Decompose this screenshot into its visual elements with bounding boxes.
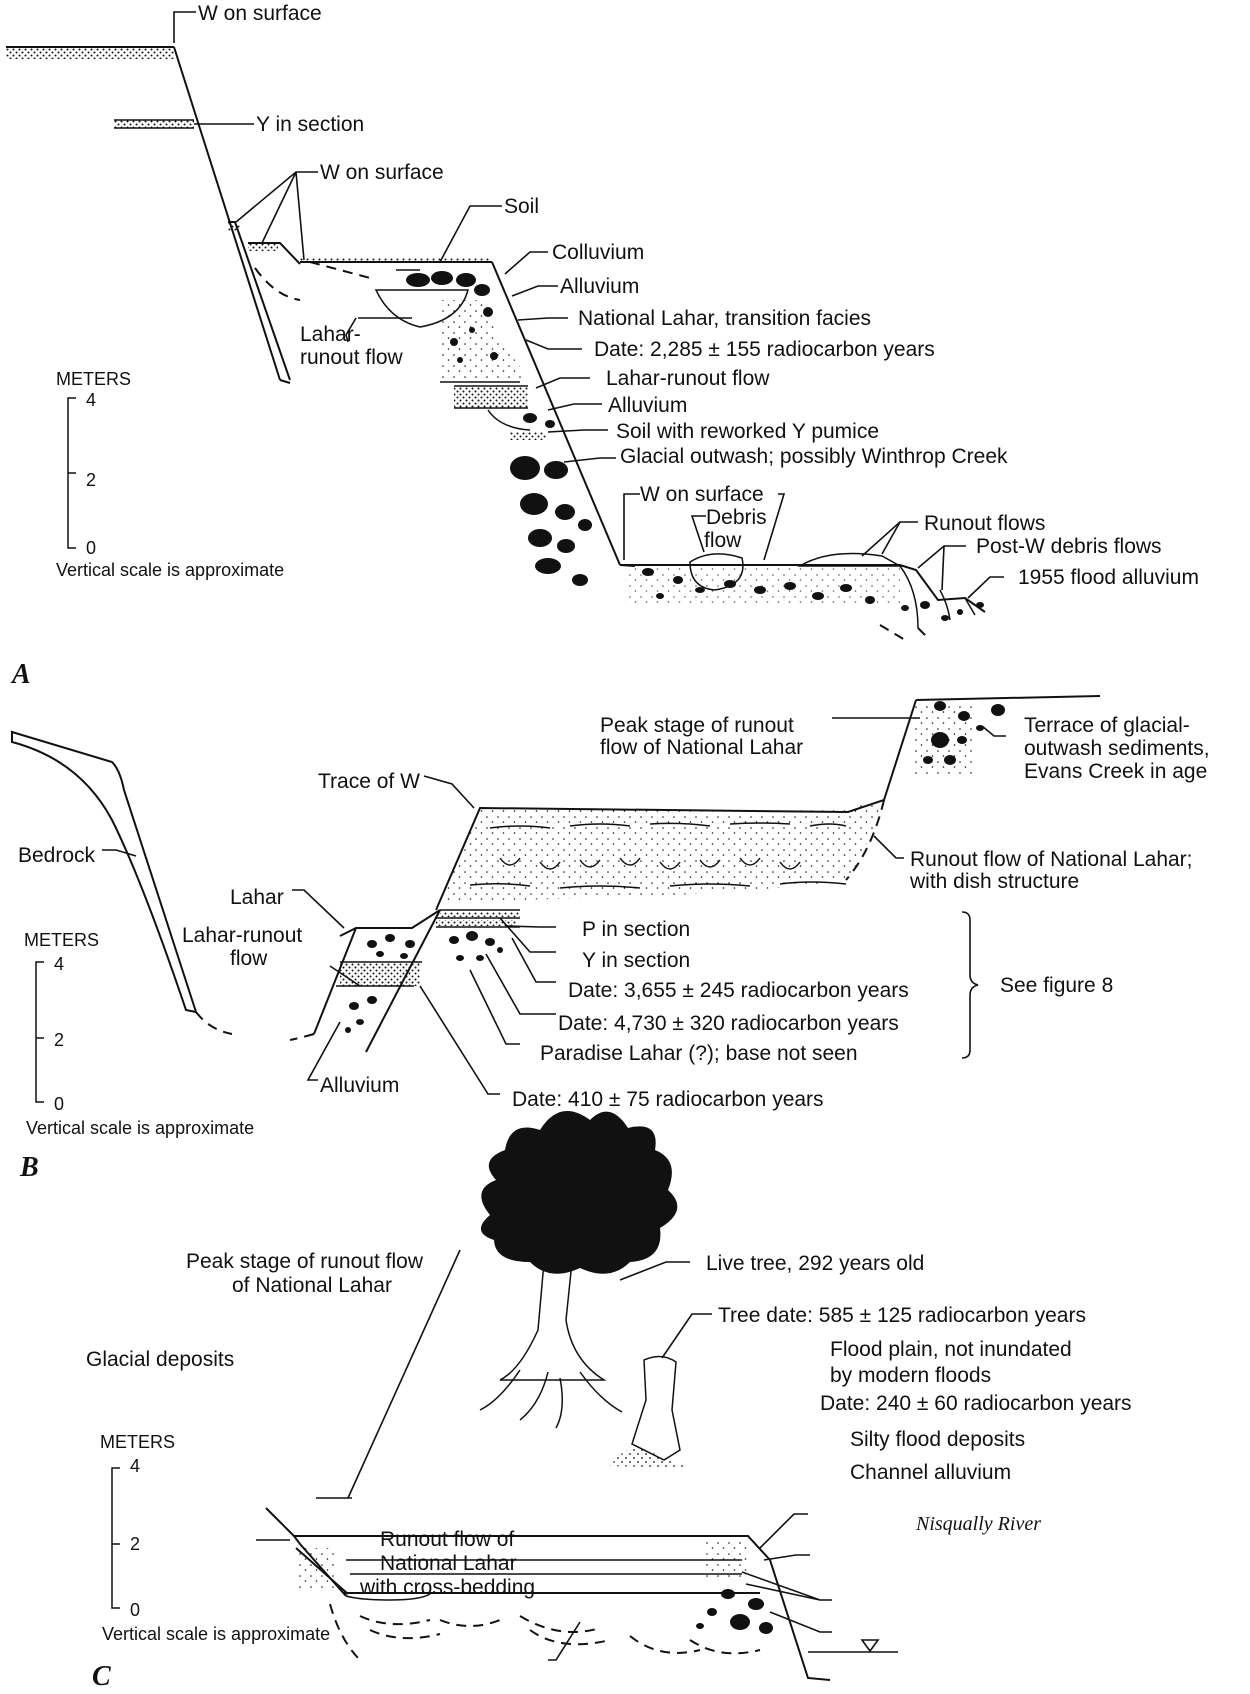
label-panels-0-labels-national-lahar-transition: National Lahar, transition facies: [578, 307, 871, 330]
label-panels-1-labels-paradise: Paradise Lahar (?); base not seen: [540, 1042, 858, 1065]
label-panels-0-labels-runout-flows: Runout flows: [924, 512, 1045, 535]
label-panels-2-labels-peak-stage-2: of National Lahar: [232, 1274, 392, 1297]
label-panels-2-scale-ticks-0: 4: [130, 1456, 140, 1476]
label-panels-1-labels-runout-dish-2: with dish structure: [909, 870, 1079, 893]
label-panels-1-labels-peak-stage-2: flow of National Lahar: [600, 736, 803, 759]
cross-bedding: [359, 1615, 761, 1655]
label-panels-2-scale-note: Vertical scale is approximate: [102, 1624, 330, 1644]
flood-plain-profile: [294, 1535, 831, 1681]
label-panels-2-labels-flood-plain-2: by modern floods: [830, 1364, 991, 1387]
label-panels-0-labels-debris-flow-2: flow: [704, 529, 742, 552]
label-panels-1-labels-lahar: Lahar: [230, 886, 284, 909]
label-panels-0-labels-date-2285: Date: 2,285 ± 155 radiocarbon years: [594, 338, 935, 361]
label-panels-0-labels-w-surface-top: W on surface: [198, 2, 322, 25]
label-panels-1-labels-terrace-2: outwash sediments,: [1024, 737, 1210, 760]
label-panels-0-labels-lahar-runout-left-1: Lahar-: [300, 323, 361, 346]
label-panels-1-labels-runout-dish-1: Runout flow of National Lahar;: [910, 848, 1193, 871]
label-panels-1-scale-ticks-1: 2: [54, 1030, 64, 1050]
label-panels-0-labels-alluvium1: Alluvium: [560, 275, 639, 298]
label-panels-0-letter: A: [10, 659, 31, 690]
label-panels-2-labels-tree-date: Tree date: 585 ± 125 radiocarbon years: [718, 1304, 1086, 1327]
label-panels-2-scale-title: METERS: [100, 1432, 175, 1452]
label-panels-2-labels-runout-cross-2: National Lahar: [380, 1552, 517, 1575]
label-panels-1-letter: B: [19, 1152, 39, 1183]
label-panels-0-labels-colluvium: Colluvium: [552, 241, 644, 264]
label-panels-0-scale-title: METERS: [56, 369, 131, 389]
label-panels-2-labels-flood-plain-1: Flood plain, not inundated: [830, 1338, 1072, 1361]
label-panels-2-labels-river: Nisqually River: [915, 1513, 1041, 1535]
label-panels-1-labels-y-section: Y in section: [582, 949, 690, 972]
label-panels-1-labels-see-fig: See figure 8: [1000, 974, 1113, 997]
label-panels-1-labels-trace-w: Trace of W: [318, 770, 420, 793]
label-panels-0-labels-soil: Soil: [504, 195, 539, 218]
panel-a: [6, 11, 1004, 641]
label-panels-2-labels-live-tree: Live tree, 292 years old: [706, 1252, 924, 1275]
label-panels-1-labels-p-section: P in section: [582, 918, 690, 941]
scale-a: [67, 397, 76, 549]
label-panels-2-labels-runout-cross-1: Runout flow of: [380, 1528, 514, 1551]
label-panels-2-labels-date-240: Date: 240 ± 60 radiocarbon years: [820, 1392, 1132, 1415]
label-panels-2-labels-runout-cross-3: with cross-bedding: [359, 1576, 535, 1599]
bedrock-wedge: [11, 730, 198, 1014]
label-panels-1-scale-ticks-0: 4: [54, 954, 64, 974]
label-panels-2-labels-glacial-deposits: Glacial deposits: [86, 1348, 234, 1371]
label-panels-0-labels-w-surface-low: W on surface: [640, 483, 764, 506]
label-panels-2-labels-peak-stage-1: Peak stage of runout flow: [186, 1250, 424, 1273]
label-panels-1-scale-title: METERS: [24, 930, 99, 950]
label-panels-2-labels-silty: Silty flood deposits: [850, 1428, 1025, 1451]
label-panels-2-scale-ticks-2: 0: [130, 1600, 140, 1620]
valley-wall-a: [173, 46, 281, 381]
label-panels-1-scale-note: Vertical scale is approximate: [26, 1118, 254, 1138]
label-panels-2-labels-channel: Channel alluvium: [850, 1461, 1011, 1484]
scale-c: [111, 1467, 120, 1609]
label-panels-0-labels-post-w-debris: Post-W debris flows: [976, 535, 1162, 558]
label-panels-0-scale-ticks-0: 4: [86, 390, 96, 410]
label-panels-1-labels-terrace-3: Evans Creek in age: [1024, 760, 1207, 783]
panel-c: [111, 1111, 898, 1681]
dead-tree-stump: [610, 1355, 690, 1468]
label-panels-1-labels-lahar-runout-2: flow: [230, 947, 268, 970]
scale-b: [35, 961, 44, 1103]
label-panels-1-labels-date-4730: Date: 4,730 ± 320 radiocarbon years: [558, 1012, 899, 1035]
panel-b: [11, 695, 1101, 1103]
label-panels-0-labels-lahar-runout-flow: Lahar-runout flow: [606, 367, 770, 390]
glacial-outwash-boulders: [510, 456, 592, 586]
label-panels-1-labels-date-3655: Date: 3,655 ± 245 radiocarbon years: [568, 979, 909, 1002]
w-surface-top-layer: [6, 47, 174, 59]
label-panels-0-labels-flood-1955: 1955 flood alluvium: [1018, 566, 1199, 589]
label-panels-0-labels-alluvium2: Alluvium: [608, 394, 687, 417]
label-panels-1-labels-lahar-runout-1: Lahar-runout: [182, 924, 302, 947]
label-panels-1-labels-bedrock: Bedrock: [18, 844, 96, 867]
label-panels-0-scale-ticks-2: 0: [86, 538, 96, 558]
label-panels-2-letter: C: [92, 1661, 111, 1689]
label-panels-1-labels-peak-stage-1: Peak stage of runout: [600, 714, 794, 737]
label-panels-1-labels-alluvium: Alluvium: [320, 1074, 399, 1097]
label-panels-0-scale-ticks-1: 2: [86, 470, 96, 490]
label-panels-0-labels-w-surface-mid: W on surface: [320, 161, 444, 184]
label-panels-1-scale-ticks-2: 0: [54, 1094, 64, 1114]
label-panels-0-scale-note: Vertical scale is approximate: [56, 560, 284, 580]
label-panels-0-labels-lahar-runout-left-2: runout flow: [300, 346, 404, 369]
label-panels-1-labels-date-410: Date: 410 ± 75 radiocarbon years: [512, 1088, 824, 1111]
y-section-layer: [114, 120, 194, 128]
label-panels-0-labels-y-section: Y in section: [256, 113, 364, 136]
label-panels-0-labels-debris-flow-1: Debris: [706, 506, 767, 529]
label-panels-0-labels-soil-reworked: Soil with reworked Y pumice: [616, 420, 879, 443]
label-panels-2-scale-ticks-1: 2: [130, 1534, 140, 1554]
live-tree-drawing: [479, 1111, 678, 1429]
runout-flow-deposit: [440, 800, 884, 900]
label-panels-0-labels-glacial-outwash: Glacial outwash; possibly Winthrop Creek: [620, 445, 1008, 468]
colluvium-boulders: [406, 271, 490, 296]
label-panels-1-labels-terrace-1: Terrace of glacial-: [1024, 714, 1190, 737]
